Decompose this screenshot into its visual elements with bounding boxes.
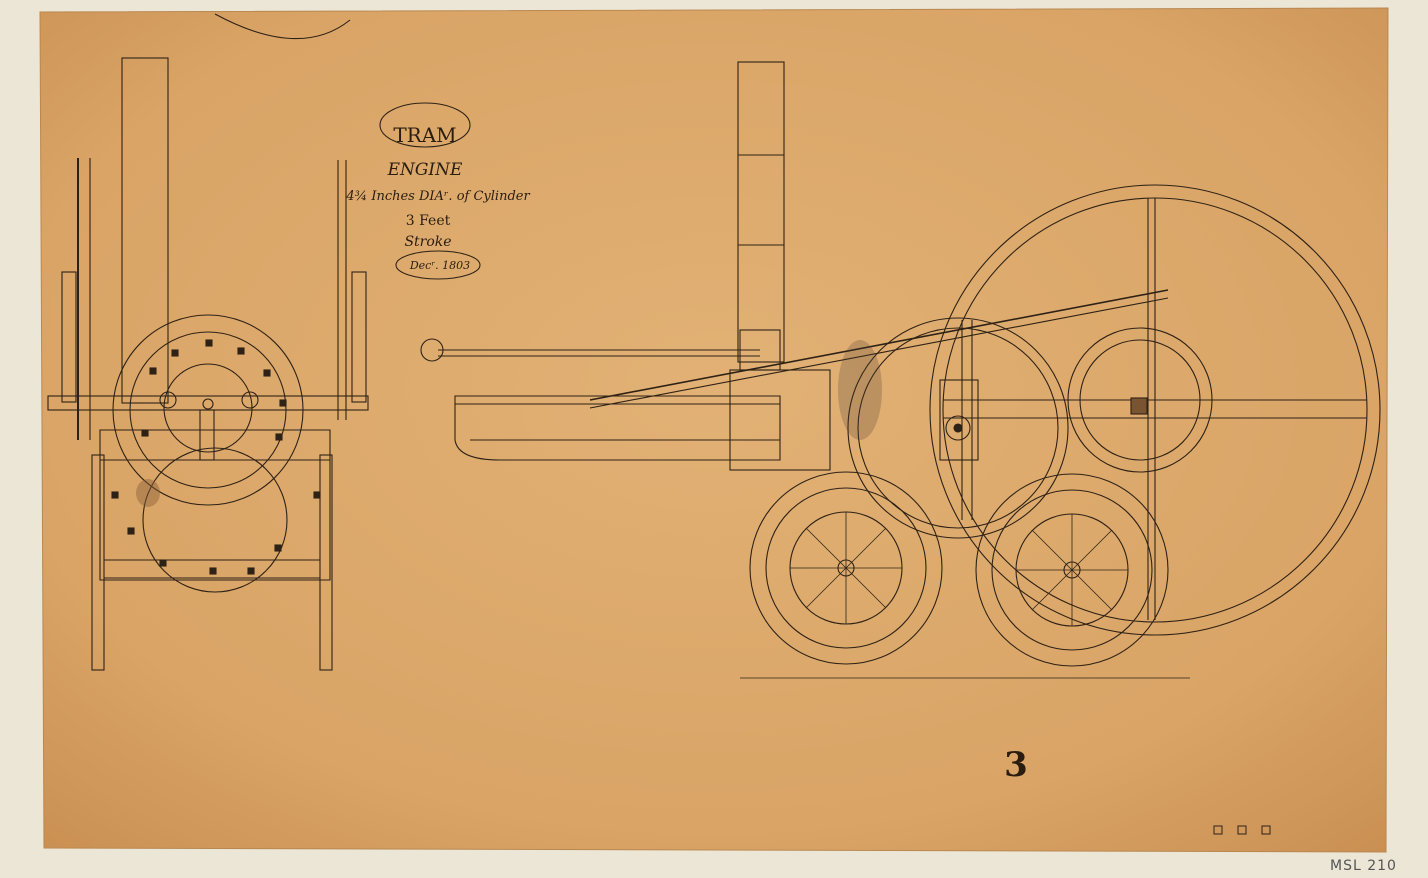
end-view-boiler [142,447,288,593]
end-view [47,57,369,671]
ink-smudge [838,340,882,440]
end-view-chimney [121,57,169,404]
date-oval [395,250,481,280]
small-gear [1067,327,1213,473]
cartouche-line1: TRAM [393,123,456,147]
side-elevation [420,61,1381,679]
cartouche-line2: ENGINE [387,160,463,180]
end-view-wheel-left [91,454,105,671]
cartouche-line4: 3 Feet [406,213,451,229]
cartouche-date: Decʳ. 1803 [409,259,470,272]
end-view-wheel-right [319,454,333,671]
corner-marks [1213,825,1271,835]
reference-label: MSL 210 [1330,858,1397,874]
end-view-cylinder-flange [112,314,304,506]
cartouche-line3: 4¾ Inches DIAʳ. of Cylinder [345,189,530,204]
flywheel [929,184,1381,636]
drawing-lines [47,13,1381,679]
cartouche-line5: Stroke [404,234,451,250]
main-gear [847,317,1069,539]
sheet-number: 3 [1004,745,1028,785]
handle-ring [420,338,444,362]
cartouche-oval [379,102,471,148]
corner-arc [214,13,351,40]
side-chimney [737,61,785,363]
cartouche: TRAM ENGINE 4¾ Inches DIAʳ. of Cylinder … [345,123,530,272]
paper-sheet [39,7,1389,853]
